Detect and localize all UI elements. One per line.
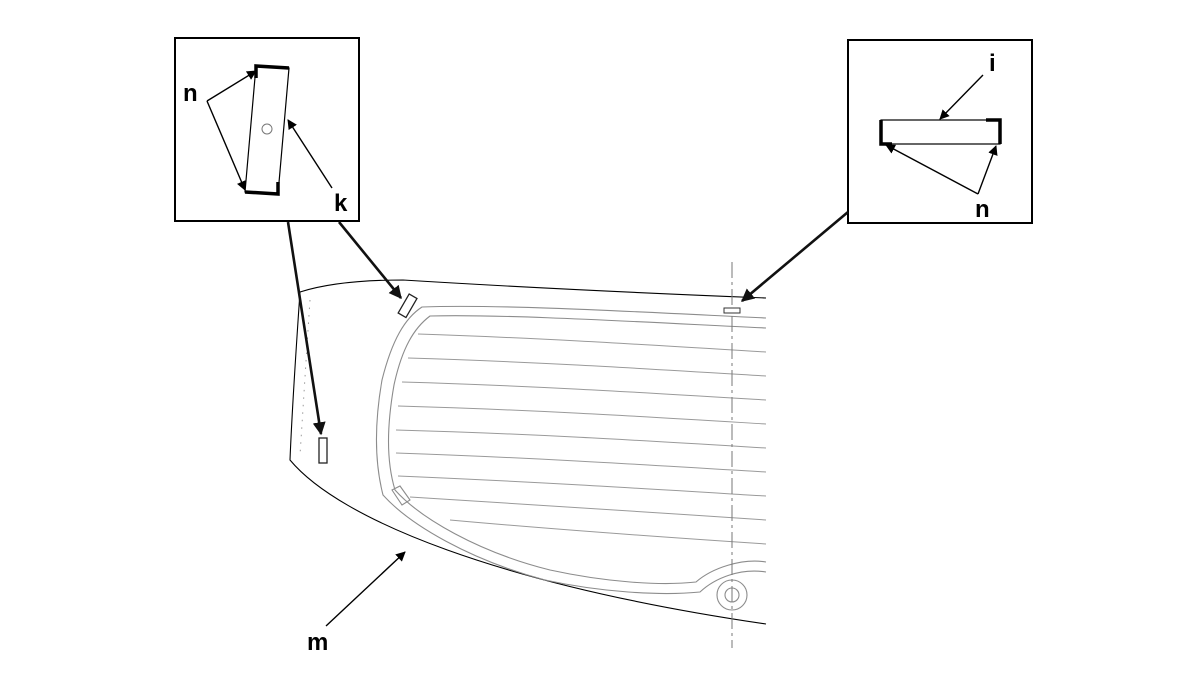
detail-box-left: n k xyxy=(174,37,360,222)
tailgate-panel xyxy=(289,279,767,625)
label-i: i xyxy=(989,50,996,77)
leader-i xyxy=(939,74,984,120)
leader-n-left-bottom xyxy=(206,100,247,191)
upper-left-clip xyxy=(397,293,418,319)
glass-terminal xyxy=(391,485,411,506)
glass-inner-outline xyxy=(387,315,767,585)
leader-n-right-left xyxy=(885,144,979,195)
top-center-clip xyxy=(723,307,741,314)
leader-n-left-top xyxy=(206,70,257,102)
pointer-left-box-to-upper-clip xyxy=(337,221,403,300)
left-side-clip xyxy=(318,437,328,464)
rear-glass xyxy=(375,305,767,595)
panel-dotted-edge xyxy=(299,299,311,456)
pointer-left-box-to-side-clip xyxy=(286,221,326,436)
detail-box-right: i n xyxy=(847,39,1033,224)
label-m: m xyxy=(307,629,328,656)
leader-n-right-right xyxy=(977,145,998,195)
label-n-left: n xyxy=(183,80,198,107)
panel-outline xyxy=(289,279,767,625)
leader-m xyxy=(325,551,406,627)
clip-component-k xyxy=(244,64,290,196)
glass-outer-outline xyxy=(375,305,767,595)
leader-k xyxy=(287,119,333,189)
defroster-lines xyxy=(395,333,767,545)
pointer-right-box-to-center-clip xyxy=(741,211,849,302)
label-n-right: n xyxy=(975,196,990,223)
label-k: k xyxy=(334,190,348,217)
clip-component-i xyxy=(879,118,1002,146)
